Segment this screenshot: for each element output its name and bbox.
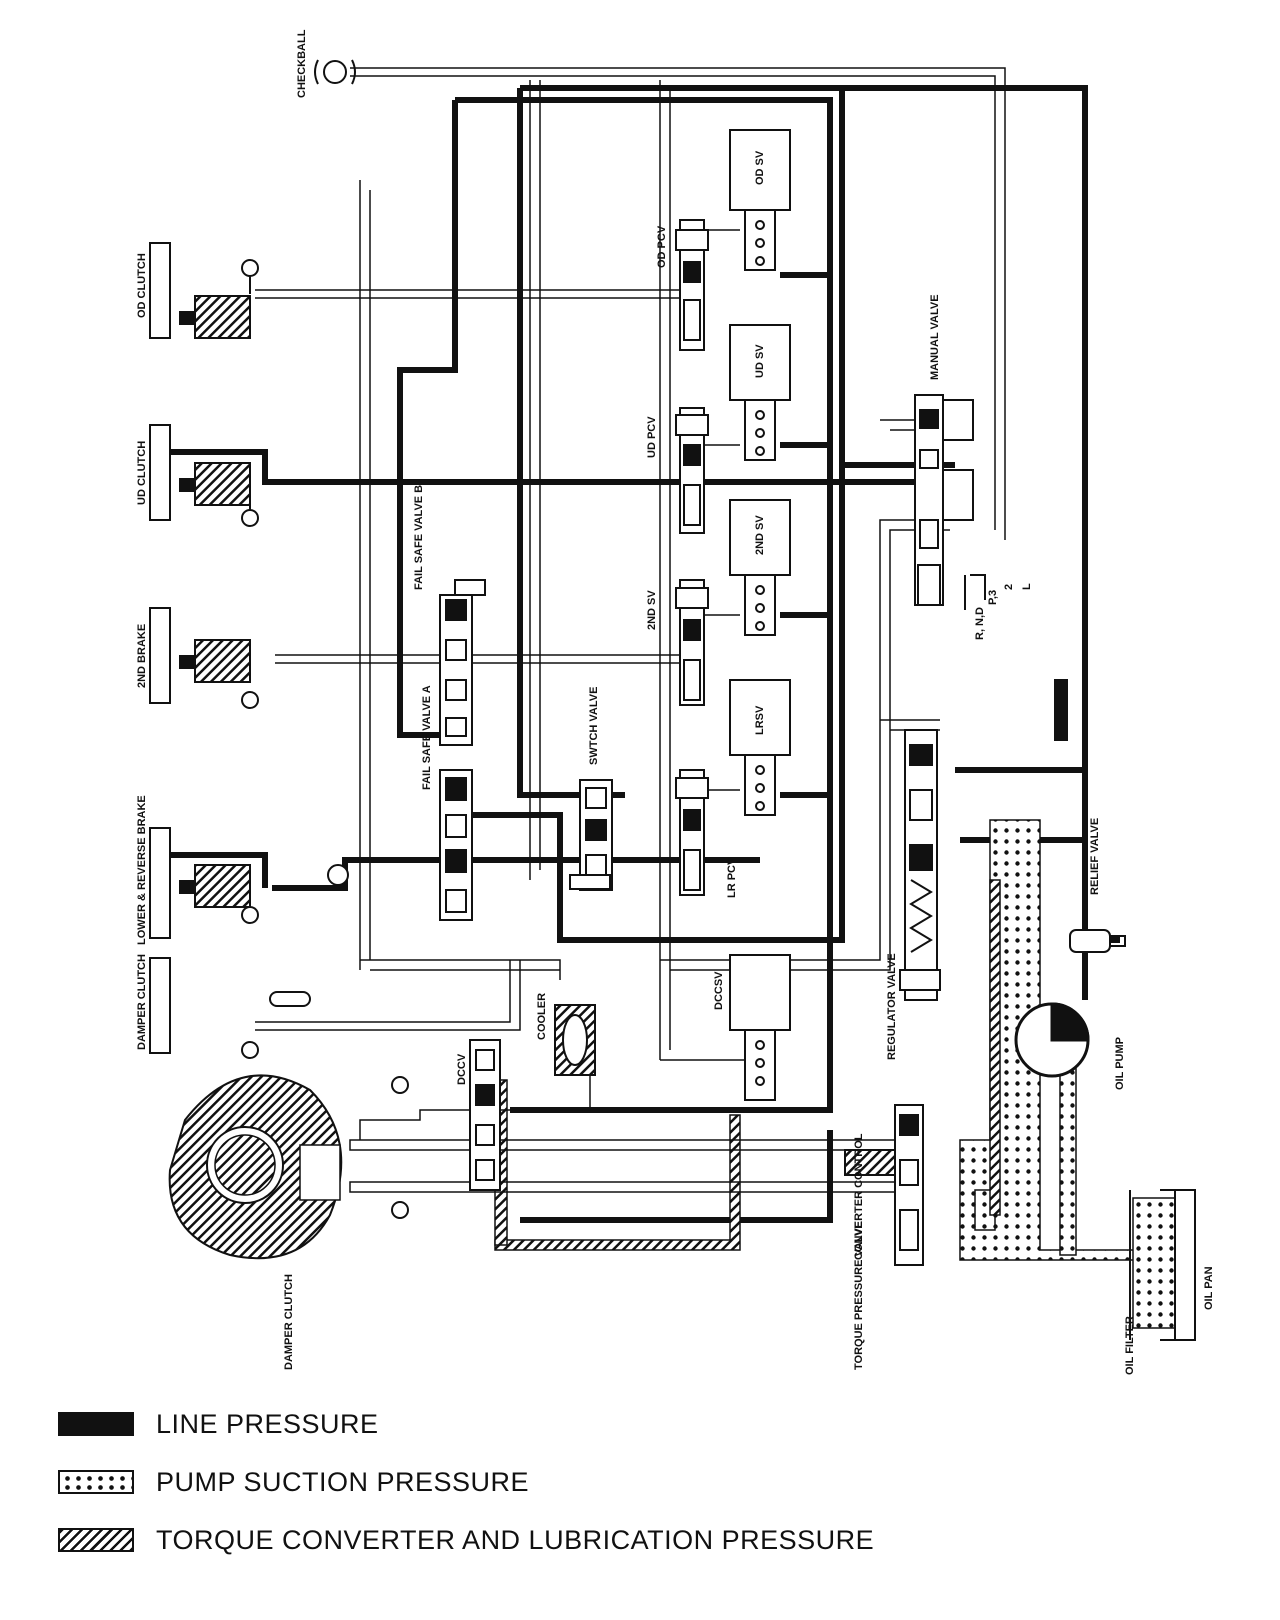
fail-safe-valve-b-body xyxy=(439,579,486,746)
manual-valve-label: MANUAL VALVE xyxy=(929,294,941,380)
solenoids xyxy=(675,129,791,1101)
od-clutch-label: OD CLUTCH xyxy=(136,253,148,318)
pump-suction-passages xyxy=(959,819,1176,1329)
legend-swatch-solid xyxy=(58,1412,134,1436)
ud-sv-body xyxy=(729,324,791,461)
checkball-valve xyxy=(314,59,356,85)
dccsv-label: DCCSV xyxy=(713,971,725,1010)
gear-position-2: 2 xyxy=(1003,584,1015,590)
hydraulic-circuit-diagram: CHECKBALL OD CLUTCH UD CLUTCH 2ND BRAKE … xyxy=(136,29,1215,1375)
lrsv-body xyxy=(729,679,791,816)
ud-clutch-element xyxy=(149,424,268,527)
od-pcv-body xyxy=(675,219,709,351)
converter-control-label: CONVERTER CONTROL xyxy=(853,1133,865,1260)
legend-swatch-dotted xyxy=(58,1470,134,1494)
lube-passages xyxy=(168,879,1001,1260)
clutch-elements xyxy=(149,242,349,1059)
fail-safe-valve-a-body xyxy=(439,769,473,921)
gear-position-rnd: R, N,D xyxy=(974,607,986,640)
od-sv-body xyxy=(729,129,791,271)
legend: LINE PRESSURE PUMP SUCTION PRESSURE TORQ… xyxy=(58,1395,1058,1569)
second-sv-body xyxy=(729,499,791,636)
oil-filter-pan xyxy=(1129,1189,1196,1341)
od-sv-label: OD SV xyxy=(754,150,766,185)
lr-pcv-label: LR PCV xyxy=(726,857,738,898)
cooler-label: COOLER xyxy=(536,993,548,1040)
legend-item-line-pressure: LINE PRESSURE xyxy=(58,1395,1058,1453)
torque-converter xyxy=(168,1074,343,1260)
lr-pcv-body xyxy=(675,769,709,896)
gear-position-p3: P,3 xyxy=(987,590,999,605)
checkball-label: CHECKBALL xyxy=(296,29,308,98)
gear-position-l: L xyxy=(1021,583,1033,590)
torque-pressure-valve-label: TORQUE PRESSURE VALVE xyxy=(853,1221,865,1370)
diagram-labels: CHECKBALL OD CLUTCH UD CLUTCH 2ND BRAKE … xyxy=(136,29,1215,1375)
switch-valve-label: SWTCH VALVE xyxy=(588,687,600,765)
fail-safe-valve-a-label: FAIL SAFE VALVE A xyxy=(421,685,433,790)
dccv-label: DCCV xyxy=(456,1053,468,1085)
manual-valve-body xyxy=(914,394,986,610)
damper-clutch-element-label: DAMPER CLUTCH xyxy=(136,954,148,1050)
ud-sv-label: UD SV xyxy=(754,344,766,378)
low-reverse-brake-label: LOWER & REVERSE BRAKE xyxy=(136,795,148,945)
od-clutch-element xyxy=(149,242,259,339)
oil-filter-label: OIL FILTER xyxy=(1124,1316,1136,1375)
spool-valves xyxy=(439,579,613,921)
second-sv-side-label: 2ND SV xyxy=(646,590,658,630)
ud-clutch-label: UD CLUTCH xyxy=(136,441,148,505)
legend-label: PUMP SUCTION PRESSURE xyxy=(156,1466,530,1497)
second-sv-block-label: 2ND SV xyxy=(754,515,766,555)
relief-valve-label: RELIEF VALVE xyxy=(1089,818,1101,895)
low-reverse-brake-element xyxy=(149,827,349,939)
second-brake-element xyxy=(149,607,259,709)
fail-safe-valve-b-label: FAIL SAFE VALVE B xyxy=(413,485,425,590)
legend-label: LINE PRESSURE xyxy=(156,1408,379,1439)
regulator-valve-body xyxy=(899,729,941,1001)
oil-pan-label: OIL PAN xyxy=(1203,1266,1215,1310)
dccv-and-cooler xyxy=(391,1004,596,1219)
thin-passages xyxy=(255,67,1006,1061)
regulator-valve-label: REGULATOR VALVE xyxy=(886,953,898,1060)
line-pressure-passages xyxy=(262,85,1120,1223)
oil-pump-label: OIL PUMP xyxy=(1114,1037,1126,1090)
ud-pcv-body xyxy=(675,407,709,534)
second-brake-label: 2ND BRAKE xyxy=(136,624,148,688)
od-pcv-label: OD PCV xyxy=(656,225,668,268)
relief-valve-body xyxy=(1054,679,1126,953)
legend-item-lubrication: TORQUE CONVERTER AND LUBRICATION PRESSUR… xyxy=(58,1511,1058,1569)
legend-item-pump-suction: PUMP SUCTION PRESSURE xyxy=(58,1453,1058,1511)
legend-swatch-hatched xyxy=(58,1528,134,1552)
damper-clutch-converter-label: DAMPER CLUTCH xyxy=(283,1274,295,1370)
damper-clutch-element xyxy=(149,957,311,1059)
oil-pump-body xyxy=(1014,1002,1090,1078)
ud-pcv-label: UD PCV xyxy=(646,416,658,458)
legend-label: TORQUE CONVERTER AND LUBRICATION PRESSUR… xyxy=(156,1524,875,1555)
second-pcv-body xyxy=(675,579,709,706)
dccsv-body xyxy=(729,954,791,1101)
lrsv-label: LRSV xyxy=(754,705,766,735)
torque-pressure-valve-body xyxy=(844,1104,924,1266)
switch-valve-body xyxy=(569,779,613,891)
